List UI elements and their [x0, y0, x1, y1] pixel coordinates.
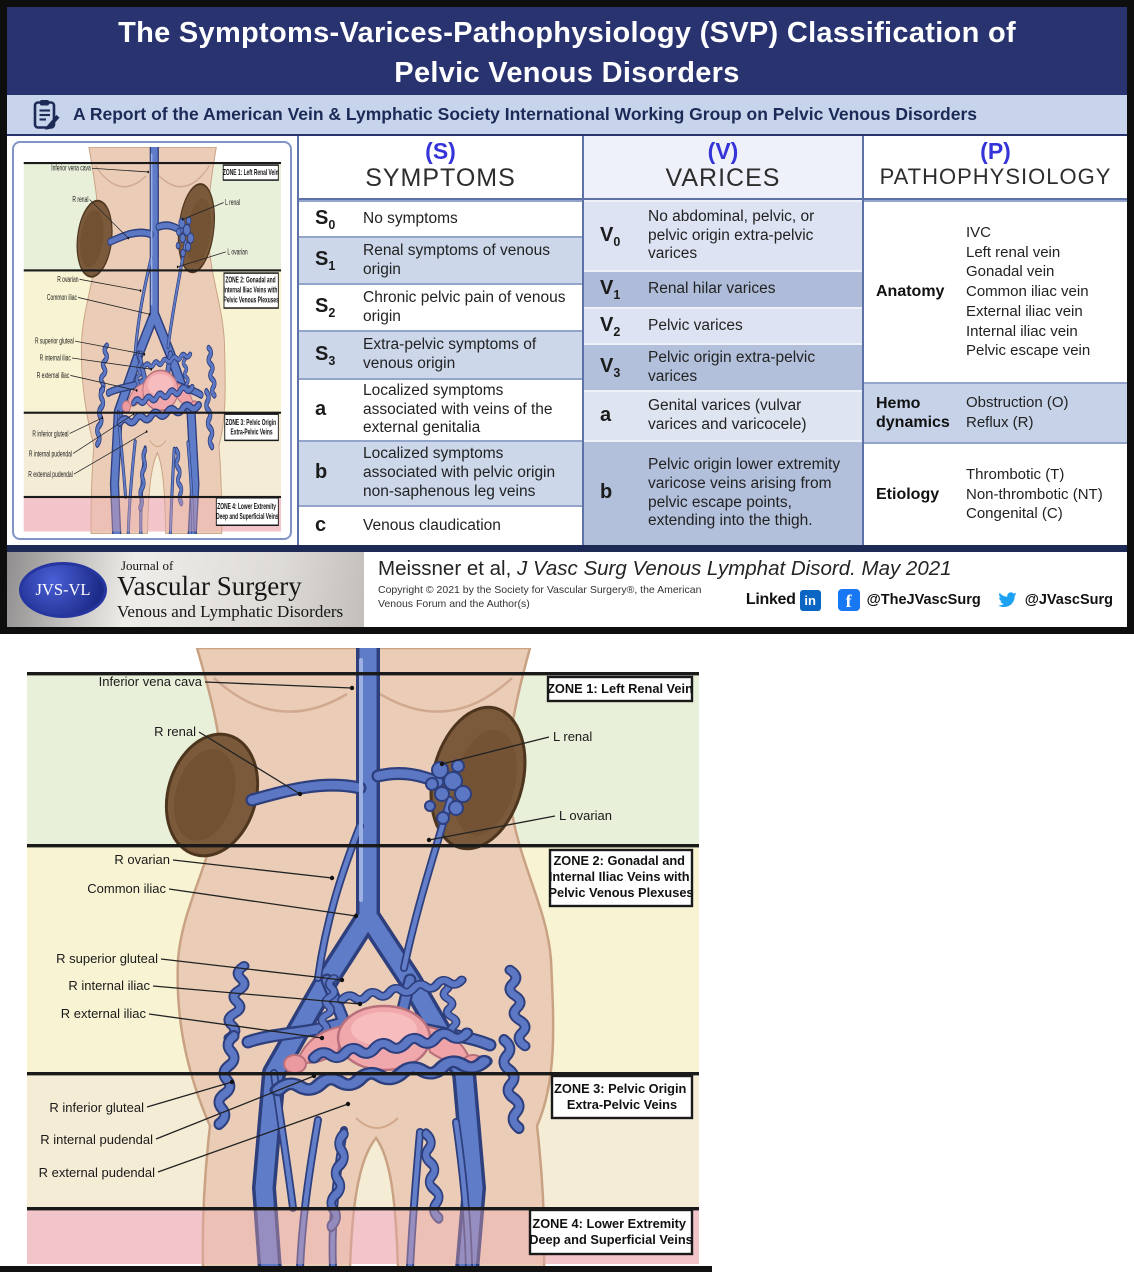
pathophysiology-row-label: Anatomy	[876, 283, 945, 301]
copyright-text: Copyright © 2021 by the Society for Vasc…	[378, 584, 702, 610]
report-banner: A Report of the American Vein & Lymphati…	[7, 95, 1127, 136]
pathophysiology-row-items: IVC Left renal vein Gonadal vein Common …	[966, 223, 1091, 360]
report-banner-text: A Report of the American Vein & Lymphati…	[73, 104, 978, 124]
pathophysiology-row-items: Thrombotic (T) Non-thrombotic (NT) Conge…	[966, 465, 1103, 523]
linkedin-icon: in	[799, 589, 821, 611]
journal-name: Journal of Vascular Surgery Venous and L…	[117, 558, 344, 621]
varices-letter: (V)	[707, 138, 739, 164]
social-links: Linked in f @TheJVascSurg @JVascSurg	[745, 589, 1117, 612]
symptom-row-a: a Localized symptoms associated with vei…	[299, 378, 582, 440]
symptom-row-c: c Venous claudication	[299, 505, 582, 545]
jvs-vl-logo: JVS-VL	[19, 561, 107, 618]
pathophysiology-row-label: Hemo dynamics	[876, 394, 950, 431]
pathophysiology-row-items: Obstruction (O) Reflux (R)	[966, 394, 1069, 431]
varices-text: Pelvic origin extra-pelvic varices	[648, 348, 816, 385]
symptom-row-s0: S0 No symptoms	[299, 200, 582, 236]
symptom-row-s1: S1 Renal symptoms of venous origin	[299, 236, 582, 283]
symptom-text: Extra-pelvic symptoms of venous origin	[363, 336, 537, 372]
symptom-code: S3	[315, 342, 336, 368]
varices-row-v2: V2 Pelvic varices	[584, 307, 862, 343]
anatomy-thumbnail-frame	[12, 141, 292, 540]
varices-text: Pelvic origin lower extremity varicose v…	[648, 455, 841, 530]
pathophysiology-column: (P) PATHOPHYSIOLOGY Anatomy IVC Left ren…	[862, 136, 1127, 545]
varices-code: V2	[600, 313, 621, 339]
pathophysiology-row-hemodynamics: Hemo dynamics Obstruction (O) Reflux (R)	[864, 382, 1127, 442]
symptom-text: Localized symptoms associated with veins…	[363, 381, 553, 437]
symptom-text: Localized symptoms associated with pelvi…	[363, 445, 556, 500]
linkedin-wordmark: Linked	[745, 591, 796, 609]
classification-table: (S) SYMPTOMS S0 No symptoms S1 Renal sym…	[7, 136, 1127, 545]
varices-code: b	[600, 481, 613, 503]
varices-column: (V) VARICES V0 No abdominal, pelvic, or …	[582, 136, 862, 545]
symptoms-letter: (S)	[425, 138, 456, 164]
twitter-handle: @JVascSurg	[1024, 592, 1113, 609]
symptom-text: Chronic pelvic pain of venous origin	[363, 288, 566, 325]
symptom-text: No symptoms	[363, 209, 458, 227]
figure-title: The Symptoms-Varices-Pathophysiology (SV…	[7, 7, 1127, 95]
pathophysiology-header: (P) PATHOPHYSIOLOGY	[864, 136, 1127, 200]
varices-row-v3: V3 Pelvic origin extra-pelvic varices	[584, 343, 862, 390]
symptom-code: S1	[315, 248, 336, 273]
varices-row-a: a Genital varices (vulvar varices and va…	[584, 390, 862, 440]
svp-classification-card: The Symptoms-Varices-Pathophysiology (SV…	[0, 0, 1134, 634]
facebook-icon: f	[837, 589, 860, 612]
symptoms-column: (S) SYMPTOMS S0 No symptoms S1 Renal sym…	[297, 136, 582, 545]
symptom-code: b	[315, 461, 328, 483]
pathophysiology-row-label: Etiology	[876, 485, 940, 503]
varices-row-v0: V0 No abdominal, pelvic, or pelvic origi…	[584, 200, 862, 270]
varices-code: a	[600, 403, 612, 426]
symptom-code: S0	[315, 206, 336, 232]
varices-text: Renal hilar varices	[648, 280, 776, 298]
figure-footer: JVS-VL Journal of Vascular Surgery Venou…	[7, 545, 1127, 627]
pathophysiology-title: PATHOPHYSIOLOGY	[879, 164, 1112, 190]
bottom-rule	[0, 1266, 712, 1272]
varices-text: Pelvic varices	[648, 316, 743, 334]
varices-code: V0	[600, 223, 621, 249]
anatomy-thumbnail	[18, 147, 286, 534]
pelvic-venous-anatomy-illustration	[0, 634, 1134, 1280]
varices-code: V1	[600, 277, 621, 302]
varices-title: VARICES	[665, 164, 781, 193]
citation: Meissner et al, J Vasc Surg Venous Lymph…	[378, 557, 952, 580]
symptom-row-s2: S2 Chronic pelvic pain of venous origin	[299, 283, 582, 330]
symptoms-title: SYMPTOMS	[365, 164, 516, 193]
symptom-code: S2	[315, 295, 336, 320]
anatomy-main-figure	[12, 648, 712, 1268]
symptom-text: Renal symptoms of venous origin	[363, 241, 550, 278]
symptom-row-s3: S3 Extra-pelvic symptoms of venous origi…	[299, 330, 582, 378]
symptom-row-b: b Localized symptoms associated with pel…	[299, 440, 582, 505]
title-line-2: Pelvic Venous Disorders	[394, 57, 740, 90]
citation-block: Meissner et al, J Vasc Surg Venous Lymph…	[364, 552, 1127, 627]
footer-divider	[7, 545, 1127, 552]
varices-code: V3	[600, 355, 621, 380]
twitter-bird-icon	[998, 592, 1017, 608]
journal-logo-block: JVS-VL Journal of Vascular Surgery Venou…	[7, 552, 364, 627]
pathophysiology-row-anatomy: Anatomy IVC Left renal vein Gonadal vein…	[864, 200, 1127, 382]
title-line-1: The Symptoms-Varices-Pathophysiology (SV…	[118, 17, 1016, 49]
varices-header: (V) VARICES	[584, 136, 862, 200]
pathophysiology-row-etiology: Etiology Thrombotic (T) Non-thrombotic (…	[864, 442, 1127, 545]
varices-row-v1: V1 Renal hilar varices	[584, 270, 862, 307]
symptom-text: Venous claudication	[363, 516, 501, 534]
anatomy-thumbnail-cell	[7, 136, 297, 545]
pathophysiology-letter: (P)	[980, 138, 1011, 164]
varices-text: Genital varices (vulvar varices and vari…	[648, 397, 807, 433]
symptoms-header: (S) SYMPTOMS	[299, 136, 582, 200]
clipboard-pencil-icon	[33, 100, 60, 130]
symptom-code: a	[315, 397, 327, 420]
facebook-handle: @TheJVascSurg	[866, 592, 981, 609]
varices-row-b: b Pelvic origin lower extremity varicose…	[584, 440, 862, 545]
varices-text: No abdominal, pelvic, or pelvic origin e…	[648, 207, 815, 263]
symptom-code: c	[315, 513, 327, 536]
